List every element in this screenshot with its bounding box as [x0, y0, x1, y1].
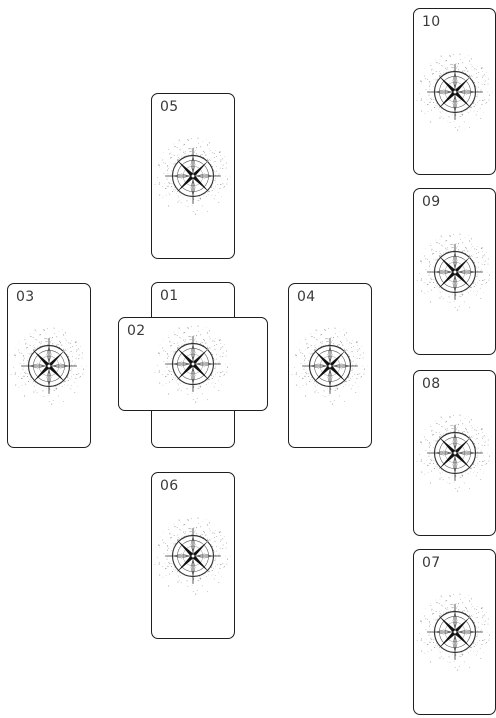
compass-rose-icon — [414, 51, 496, 133]
card-06[interactable]: 06 — [151, 472, 235, 639]
card-number: 09 — [422, 194, 441, 210]
compass-rose-icon — [414, 412, 496, 494]
card-number: 01 — [160, 288, 179, 304]
card-number: 02 — [127, 323, 146, 339]
card-number: 07 — [422, 555, 441, 571]
card-number: 08 — [422, 376, 441, 392]
compass-rose-icon — [152, 135, 234, 217]
compass-rose-icon — [289, 325, 371, 407]
compass-rose-icon — [152, 323, 234, 405]
card-09[interactable]: 09 — [413, 188, 496, 355]
card-number: 05 — [160, 99, 179, 115]
compass-rose-icon — [414, 231, 496, 313]
compass-rose-icon — [152, 515, 234, 597]
card-10[interactable]: 10 — [413, 8, 496, 175]
card-number: 03 — [16, 289, 35, 305]
compass-rose-icon — [414, 591, 496, 673]
card-08[interactable]: 08 — [413, 370, 496, 536]
card-04[interactable]: 04 — [288, 283, 372, 448]
card-02[interactable]: 02 — [118, 317, 268, 411]
card-05[interactable]: 05 — [151, 93, 235, 259]
card-07[interactable]: 07 — [413, 549, 496, 715]
card-03[interactable]: 03 — [7, 283, 91, 448]
card-number: 06 — [160, 478, 179, 494]
card-number: 04 — [297, 289, 316, 305]
card-number: 10 — [422, 14, 441, 30]
compass-rose-icon — [8, 325, 90, 407]
